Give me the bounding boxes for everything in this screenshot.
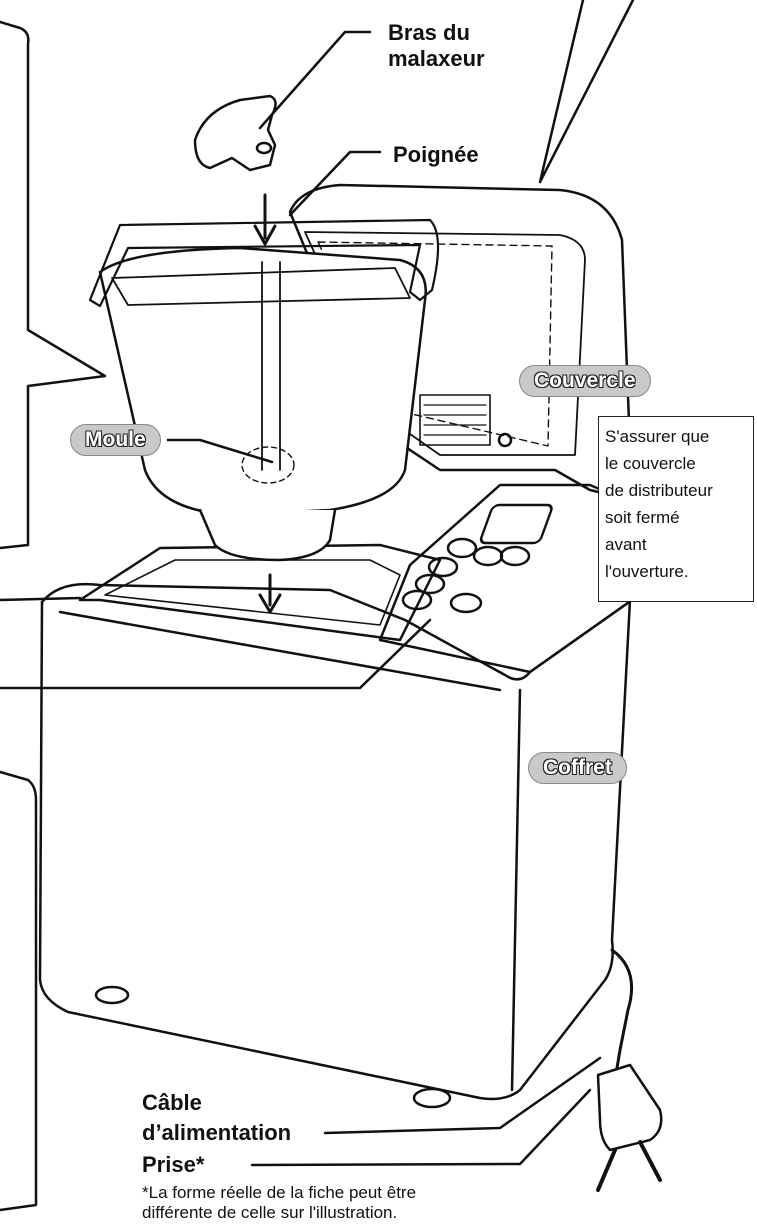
lid-note-box: S'assurer que le couvercle de distribute… bbox=[598, 416, 754, 602]
display-screen bbox=[479, 505, 553, 543]
note-line: soit fermé bbox=[605, 504, 747, 531]
top-leader-lines bbox=[540, 0, 633, 182]
note-line: de distributeur bbox=[605, 477, 747, 504]
power-cord bbox=[612, 950, 632, 1080]
lid-vent bbox=[420, 395, 490, 445]
note-line: le couvercle bbox=[605, 450, 747, 477]
note-line: avant bbox=[605, 531, 747, 558]
label-power-cord-line2: d’alimentation bbox=[142, 1120, 291, 1145]
lid-window-knob bbox=[499, 434, 511, 446]
left-callout-frame-top bbox=[0, 22, 105, 548]
label-pan: Moule bbox=[70, 424, 161, 456]
leader-mixer-arm bbox=[260, 32, 370, 128]
left-callout-frame-bottom bbox=[0, 772, 36, 1210]
note-line: l'ouverture. bbox=[605, 558, 747, 585]
label-mixer-arm-line2: malaxeur bbox=[388, 46, 485, 71]
leader-left-panel bbox=[0, 620, 430, 688]
plug bbox=[598, 1065, 661, 1150]
leader-left-rim bbox=[0, 598, 80, 600]
label-lid: Couvercle bbox=[519, 365, 651, 397]
body-outline bbox=[40, 600, 630, 1099]
arrow-insert-mixer bbox=[255, 195, 275, 244]
foot-front-right bbox=[414, 1089, 450, 1107]
chamber-inner bbox=[105, 560, 400, 625]
label-body: Coffret bbox=[528, 752, 627, 784]
leader-handle bbox=[290, 152, 380, 215]
label-power-cord-line1: Câble bbox=[142, 1090, 202, 1115]
pan-base bbox=[200, 510, 335, 560]
arrow-insert-pan bbox=[260, 575, 280, 612]
note-line: S'assurer que bbox=[605, 423, 747, 450]
footnote-line2: différente de celle sur l'illustration. bbox=[142, 1203, 416, 1223]
label-mixer-arm-line1: Bras du bbox=[388, 20, 470, 45]
label-handle: Poignée bbox=[393, 142, 479, 167]
body-front-edge bbox=[512, 690, 520, 1090]
label-plug: Prise* bbox=[142, 1152, 204, 1177]
footnote-line1: *La forme réelle de la fiche peut être bbox=[142, 1183, 416, 1203]
plug-footnote: *La forme réelle de la fiche peut être d… bbox=[142, 1183, 416, 1223]
mixer-arm bbox=[195, 96, 276, 170]
foot-front-left bbox=[96, 987, 128, 1003]
